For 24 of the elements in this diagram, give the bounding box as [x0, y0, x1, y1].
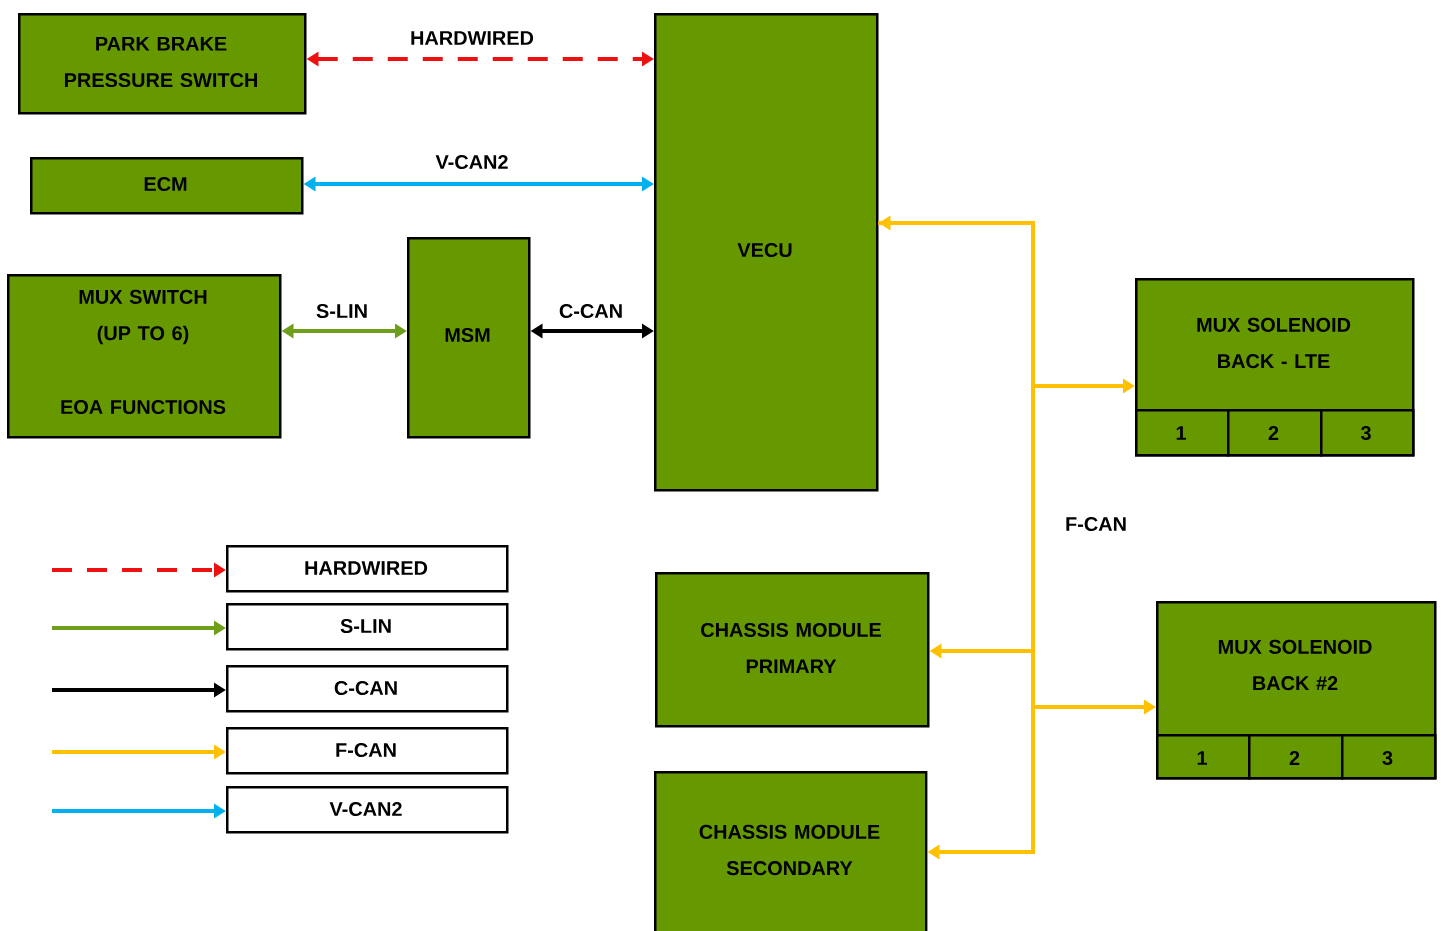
legend-box: C-CAN: [226, 665, 509, 713]
legend-box: S-LIN: [226, 603, 509, 651]
module-box: ECM: [30, 157, 304, 215]
connector-arrow: [878, 221, 1035, 860]
cell: 1: [1135, 409, 1230, 457]
edge-label: S-LIN: [314, 302, 370, 320]
edge-label: V-CAN2: [434, 153, 510, 171]
network-label: F-CAN: [1066, 516, 1126, 532]
legend-box: F-CAN: [226, 727, 509, 775]
module-box: VECU: [654, 13, 879, 492]
cell: 2: [1248, 734, 1344, 780]
cell: 1: [1156, 734, 1251, 780]
cell: 3: [1341, 734, 1437, 780]
cell: 3: [1320, 409, 1415, 457]
edge-label: C-CAN: [557, 302, 625, 320]
module-box: MSM: [407, 237, 531, 439]
edge-label: HARDWIRED: [408, 30, 536, 47]
module-box: PARK BRAKE PRESSURE SWITCH: [18, 13, 307, 115]
legend-box: HARDWIRED: [226, 545, 509, 593]
module-box: MUX SWITCH (UP TO 6) EOA FUNCTIONS: [7, 274, 282, 439]
cell: 2: [1227, 409, 1323, 457]
module-box: CHASSIS MODULE PRIMARY: [655, 572, 930, 728]
module-box: CHASSIS MODULE SECONDARY: [654, 771, 928, 931]
legend-box: V-CAN2: [226, 786, 509, 834]
